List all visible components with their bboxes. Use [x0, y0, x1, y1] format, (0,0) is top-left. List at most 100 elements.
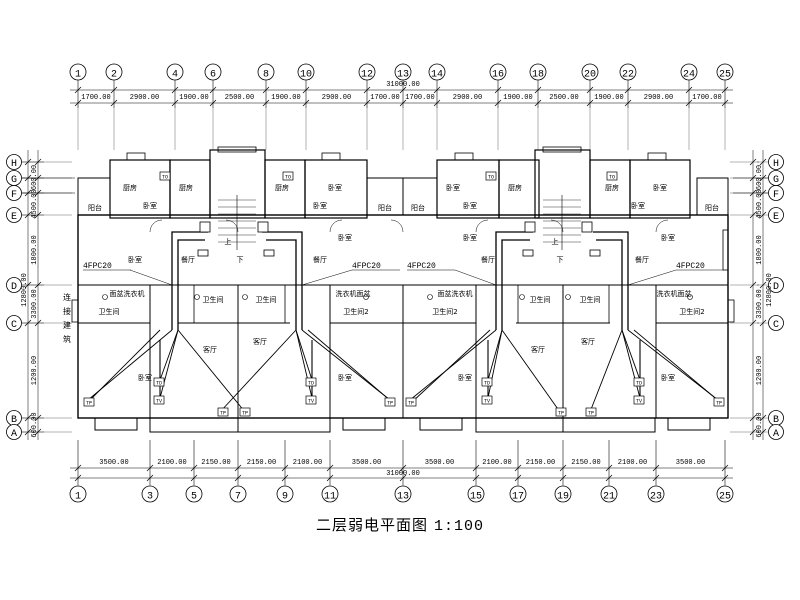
cable-label: 4FPC20 [407, 262, 436, 271]
outlet-label: TP [588, 411, 594, 417]
axis-label: 14 [431, 70, 443, 81]
cable-branch [487, 329, 503, 399]
dim-text: 1200.00 [31, 356, 39, 385]
axis-label: 5 [191, 492, 197, 503]
dim-text: 2900.00 [130, 94, 159, 102]
cable-run [495, 231, 533, 330]
dim-text: 3500.00 [425, 459, 454, 467]
room-label: 卫生间 [256, 295, 277, 304]
dim-text: 1900.00 [594, 94, 623, 102]
axis-label: 22 [622, 70, 634, 81]
outlet-box [485, 171, 497, 181]
outlet-label: TP [86, 401, 92, 407]
outlet-box [606, 171, 618, 181]
axis-label: G [773, 175, 779, 186]
outlet-box [555, 407, 567, 417]
room-label: 餐厅 [635, 255, 649, 264]
outlet-label: TP [220, 411, 226, 417]
outlet-label: TD [308, 381, 314, 387]
outlet-label: TD [484, 381, 490, 387]
kitchen-wall [498, 159, 540, 219]
distribution-box [257, 221, 269, 233]
dim-text: 2100.00 [482, 459, 511, 467]
axis-label: 16 [492, 70, 504, 81]
outlet-box [305, 395, 317, 405]
dim-text: 1200.00 [756, 356, 764, 385]
distribution-box [199, 221, 211, 233]
outlet-box [633, 377, 645, 387]
bedroom-wall [109, 159, 171, 219]
axis-label: G [11, 175, 17, 186]
axis-label: 11 [324, 492, 336, 503]
dim-text: 12800.00 [21, 273, 29, 307]
door-swing [475, 219, 489, 233]
outlet-box [405, 397, 417, 407]
bay-wall [475, 417, 564, 433]
dim-text: 2150.00 [247, 459, 276, 467]
outlet-box [384, 397, 396, 407]
axis-label: H [773, 159, 779, 170]
axis-bubble [6, 185, 22, 201]
dim-text: 1900.00 [179, 94, 208, 102]
room-label: 洗衣机面盆 [657, 289, 692, 298]
room-label: 洗衣机面盆 [336, 289, 371, 298]
door-swing [149, 219, 163, 233]
outlet-box [585, 407, 597, 417]
axis-label: E [11, 212, 17, 223]
dim-text: 600.00 [756, 165, 764, 190]
axis-label: 6 [210, 70, 216, 81]
axis-label: 1 [75, 492, 81, 503]
dim-text: 2100.00 [618, 459, 647, 467]
room-label: 卧室 [143, 201, 157, 210]
room-label: 上 [552, 237, 559, 246]
axis-bubble [768, 277, 784, 293]
dim-text: 2500.00 [549, 94, 578, 102]
axis-label: A [11, 429, 17, 440]
door-swing [225, 219, 239, 233]
room-label: 卧室 [128, 255, 142, 264]
cable-branch [177, 329, 246, 413]
axis-label: 9 [282, 492, 288, 503]
room-label: 卧室 [313, 201, 327, 210]
axis-label: 13 [397, 492, 409, 503]
axis-bubble [768, 424, 784, 440]
room-label: 阳台 [378, 203, 392, 212]
axis-label: 19 [557, 492, 569, 503]
outlet-label: TP [408, 401, 414, 407]
stair-wall [209, 149, 266, 219]
axis-label: 13 [397, 70, 409, 81]
cable-branch [411, 329, 491, 403]
room-label: 下 [237, 256, 244, 264]
axis-label: 4 [172, 70, 178, 81]
axis-label: C [11, 320, 17, 331]
cable-branch [409, 329, 497, 401]
title-text: 二层弱电平面图 [315, 516, 428, 534]
cable-branch [633, 329, 721, 403]
distribution-box [589, 249, 601, 257]
door-swing [655, 219, 669, 233]
room-label: 客厅 [203, 345, 217, 354]
axis-label: 3 [147, 492, 153, 503]
axis-bubble [6, 315, 22, 331]
axis-label: 17 [512, 492, 524, 503]
cable-branch [307, 329, 393, 403]
room-label: 卫生间2 [343, 307, 368, 316]
leader-line [454, 269, 497, 286]
dim-text: 2900.00 [644, 94, 673, 102]
dim-text: 2500.00 [225, 94, 254, 102]
outlet-label: TD [636, 381, 642, 387]
room-label: 卧室 [446, 183, 460, 192]
cable-run [501, 239, 530, 330]
axis-bubble [768, 207, 784, 223]
axis-label: 10 [300, 70, 312, 81]
room-label: 阳台 [411, 203, 425, 212]
room-labels: 厨房厨房卧室阳台卧室餐厅面盆洗衣机卫生间卫生间卧室客厅厨房卧室卧室阳台卧室餐厅洗… [88, 183, 719, 382]
door-swing [550, 219, 564, 233]
room-label: 客厅 [253, 337, 267, 346]
axis-label: H [11, 159, 17, 170]
axis-label: 21 [603, 492, 615, 503]
outlet-label: TV [636, 399, 642, 405]
room-label: 餐厅 [181, 255, 195, 264]
